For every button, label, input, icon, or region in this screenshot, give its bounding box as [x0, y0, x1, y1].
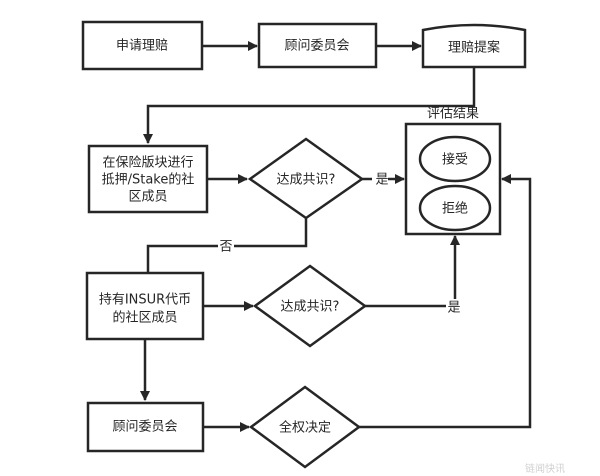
edge-consensus1-no-label: 否 — [219, 240, 232, 255]
node-stake-members-line2: 抵押/Stake的社 — [102, 172, 195, 188]
result-group: 评估结果 接受 拒绝 — [404, 107, 502, 236]
node-advisory-committee-top-label: 顾问委员会 — [284, 39, 349, 54]
node-advisory-committee-bottom: 顾问委员会 — [86, 401, 205, 453]
result-reject: 拒绝 — [418, 184, 492, 232]
node-advisory-committee-top: 顾问委员会 — [257, 22, 378, 69]
node-claim-proposal-label: 理赔提案 — [448, 40, 500, 56]
edge-consensus2-yes-label: 是 — [447, 301, 460, 316]
edge-full-authority-to-result — [359, 174, 532, 429]
node-apply-claim-label: 申请理赔 — [116, 39, 168, 54]
edge-proposal-to-stake — [143, 67, 476, 144]
decision-full-authority: 全权决定 — [248, 385, 362, 469]
node-insur-holders-line2: 的社区成员 — [112, 310, 177, 326]
watermark: 链闻快讯 — [525, 462, 565, 475]
node-insur-holders: 持有INSUR代币 的社区成员 — [85, 271, 205, 341]
result-accept: 接受 — [418, 135, 492, 183]
edge-consensus1-yes-label: 是 — [375, 173, 388, 188]
node-insur-holders-line1: 持有INSUR代币 — [99, 293, 191, 308]
decision-consensus-1: 达成共识? — [247, 137, 365, 220]
decision-consensus-1-label: 达成共识? — [277, 173, 336, 188]
result-reject-label: 拒绝 — [442, 201, 468, 217]
node-stake-members-line1: 在保险版块进行 — [102, 156, 193, 171]
node-stake-members-line3: 区成员 — [128, 190, 167, 205]
result-group-title: 评估结果 — [427, 107, 479, 122]
decision-full-authority-label: 全权决定 — [279, 420, 331, 436]
node-claim-proposal: 理赔提案 — [421, 23, 527, 69]
node-apply-claim: 申请理赔 — [81, 20, 204, 71]
node-advisory-committee-bottom-label: 顾问委员会 — [112, 420, 177, 435]
result-accept-label: 接受 — [442, 152, 468, 168]
edge-consensus2-yes — [365, 235, 460, 308]
node-stake-members: 在保险版块进行 抵押/Stake的社 区成员 — [87, 144, 209, 214]
decision-consensus-2-label: 达成共识? — [281, 300, 340, 315]
decision-consensus-2: 达成共识? — [252, 264, 368, 348]
